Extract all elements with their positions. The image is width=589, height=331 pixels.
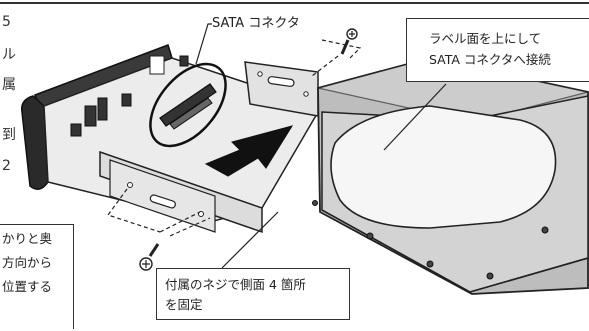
side-text-2: ル <box>2 47 16 63</box>
guide-lines <box>107 39 362 237</box>
label-up-line2: SATA コネクタへ接続 <box>429 52 551 67</box>
left-note-callout: かりと奥 方向から 位置する <box>0 224 74 329</box>
screw-note-line2: を固定 <box>165 297 203 312</box>
left-note-line2: 方向から <box>2 255 53 270</box>
label-up-callout: ラベル面を上にして SATA コネクタへ接続 <box>406 18 589 82</box>
sata-leader-line <box>195 23 212 65</box>
side-text-4: 到 <box>2 127 16 143</box>
hard-drive-icon <box>312 57 589 295</box>
side-text-3: 属 <box>2 77 16 93</box>
left-note-line1: かりと奥 <box>2 231 53 246</box>
screw-note-line1: 付属のネジで側面 4 箇所 <box>165 277 306 292</box>
screw-leader-line <box>221 211 279 269</box>
side-text-1: 5 <box>2 14 11 30</box>
screw-icon <box>139 243 160 271</box>
label-leader-line <box>383 83 447 151</box>
screw-note-callout: 付属のネジで側面 4 箇所 を固定 <box>156 268 350 320</box>
screw-icon <box>340 28 358 55</box>
insert-arrow-icon <box>204 125 294 177</box>
sata-connector-icon <box>149 62 227 148</box>
sata-connector-label: SATA コネクタ <box>212 16 300 31</box>
side-text-5: 2 <box>2 158 11 174</box>
label-up-line1: ラベル面を上にして <box>429 31 542 46</box>
left-note-line3: 位置する <box>2 279 53 294</box>
